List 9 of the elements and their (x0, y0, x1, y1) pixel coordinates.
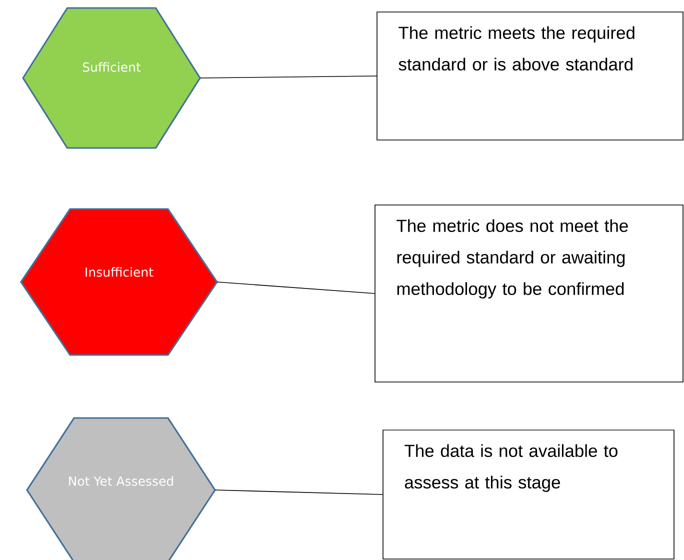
hexagon: Insufficient (20, 208, 218, 356)
connector-line (200, 76, 378, 78)
connector-line (214, 490, 384, 495)
hexagon: Sufficient (22, 7, 201, 149)
hexagon: Not Yet Assessed (26, 417, 216, 560)
text-box: The metric meets the required standard or is above standard (376, 12, 684, 140)
connector-line (216, 282, 376, 294)
text-box: The data is not available to assess at this stage (382, 430, 674, 560)
text-box: The metric does not meet the required standard or awaiting methodology to be confirmed (374, 204, 684, 382)
